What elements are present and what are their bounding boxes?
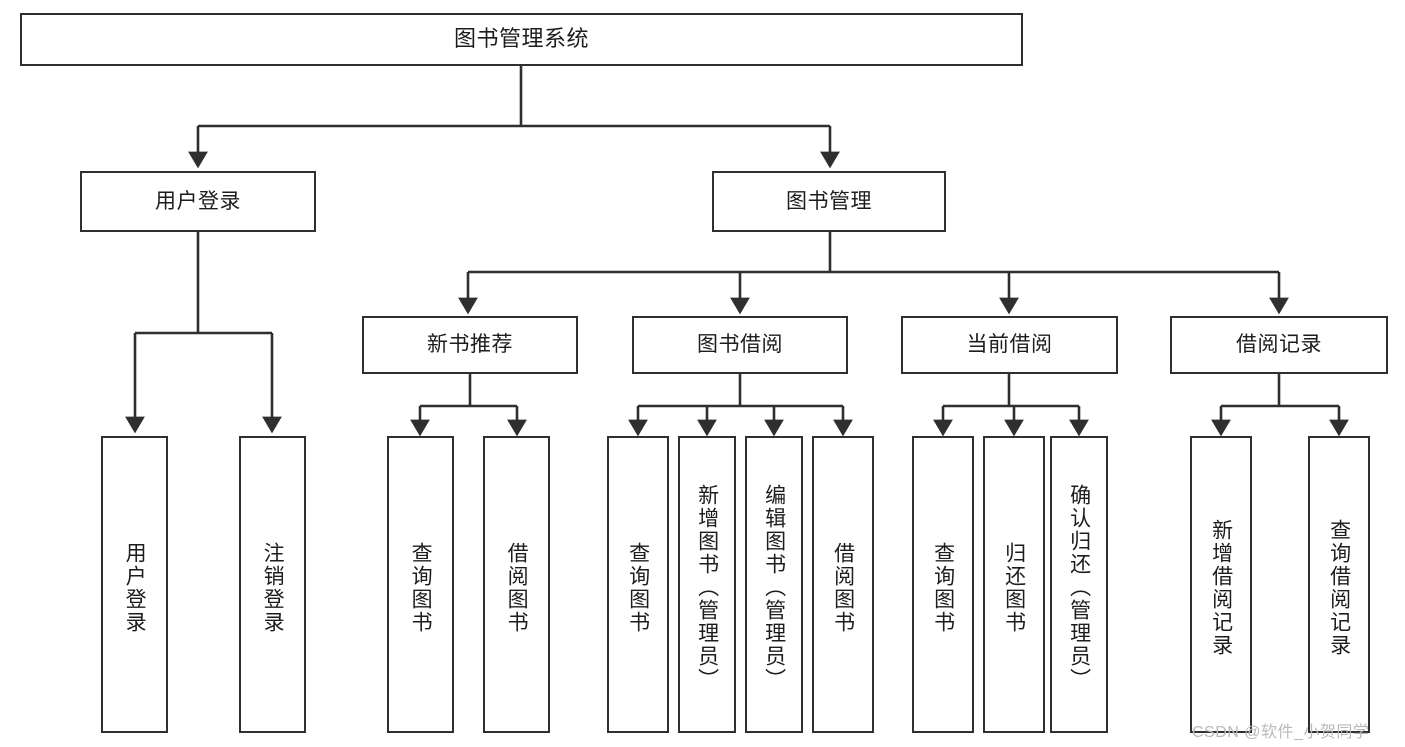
node-label: 图书管理 <box>786 189 872 213</box>
node-label: 借阅图书 <box>831 541 855 634</box>
node-label: 确认归还（管理员） <box>1067 484 1091 691</box>
node-label: 查询图书 <box>626 541 650 634</box>
edge-group-user-login <box>125 232 282 434</box>
edge-group-root <box>188 66 840 169</box>
node-label: 当前借阅 <box>966 333 1053 357</box>
node-label: 注销登录 <box>261 541 285 634</box>
node-leaf-borrow-book-1[interactable]: 借阅图书 <box>483 436 550 733</box>
node-label: 新增借阅记录 <box>1209 518 1233 657</box>
node-book-manage[interactable]: 图书管理 <box>712 171 946 232</box>
node-label: 图书借阅 <box>697 333 783 357</box>
csdn-watermark: CSDN @软件_小贺同学 <box>1192 724 1370 741</box>
edge-group-new-book-rec <box>410 374 527 437</box>
node-label: 用户登录 <box>123 541 147 634</box>
node-root[interactable]: 图书管理系统 <box>20 13 1023 66</box>
node-user-login[interactable]: 用户登录 <box>80 171 316 232</box>
node-leaf-query-book-1[interactable]: 查询图书 <box>387 436 454 733</box>
node-label: 查询图书 <box>931 541 955 634</box>
node-leaf-add-borrow-record[interactable]: 新增借阅记录 <box>1190 436 1252 733</box>
node-label: 编辑图书（管理员） <box>762 484 786 691</box>
node-leaf-borrow-book-2[interactable]: 借阅图书 <box>812 436 874 733</box>
node-leaf-add-book[interactable]: 新增图书（管理员） <box>678 436 736 733</box>
node-leaf-return-book[interactable]: 归还图书 <box>983 436 1045 733</box>
node-leaf-logout[interactable]: 注销登录 <box>239 436 306 733</box>
edge-group-current-borrow <box>933 374 1089 437</box>
node-label: 新书推荐 <box>427 333 513 357</box>
node-leaf-query-book-2[interactable]: 查询图书 <box>607 436 669 733</box>
node-label: 借阅记录 <box>1236 333 1322 357</box>
node-leaf-edit-book[interactable]: 编辑图书（管理员） <box>745 436 803 733</box>
node-leaf-query-borrow-record[interactable]: 查询借阅记录 <box>1308 436 1370 733</box>
node-label: 查询借阅记录 <box>1327 518 1351 657</box>
node-label: 归还图书 <box>1002 541 1026 634</box>
node-book-borrow[interactable]: 图书借阅 <box>632 316 848 374</box>
node-new-book-recommend[interactable]: 新书推荐 <box>362 316 578 374</box>
node-leaf-query-book-3[interactable]: 查询图书 <box>912 436 974 733</box>
edge-group-borrow-record <box>1211 374 1349 437</box>
edge-group-book-borrow <box>628 374 853 437</box>
node-label: 新增图书（管理员） <box>695 484 719 691</box>
node-label: 借阅图书 <box>505 541 529 634</box>
node-label: 用户登录 <box>155 189 241 213</box>
node-label: 图书管理系统 <box>453 26 589 52</box>
node-current-borrow[interactable]: 当前借阅 <box>901 316 1118 374</box>
node-label: 查询图书 <box>409 541 433 634</box>
node-borrow-record[interactable]: 借阅记录 <box>1170 316 1388 374</box>
node-leaf-confirm-return[interactable]: 确认归还（管理员） <box>1050 436 1108 733</box>
edge-group-book-manage <box>458 232 1289 315</box>
node-leaf-user-login[interactable]: 用户登录 <box>101 436 168 733</box>
